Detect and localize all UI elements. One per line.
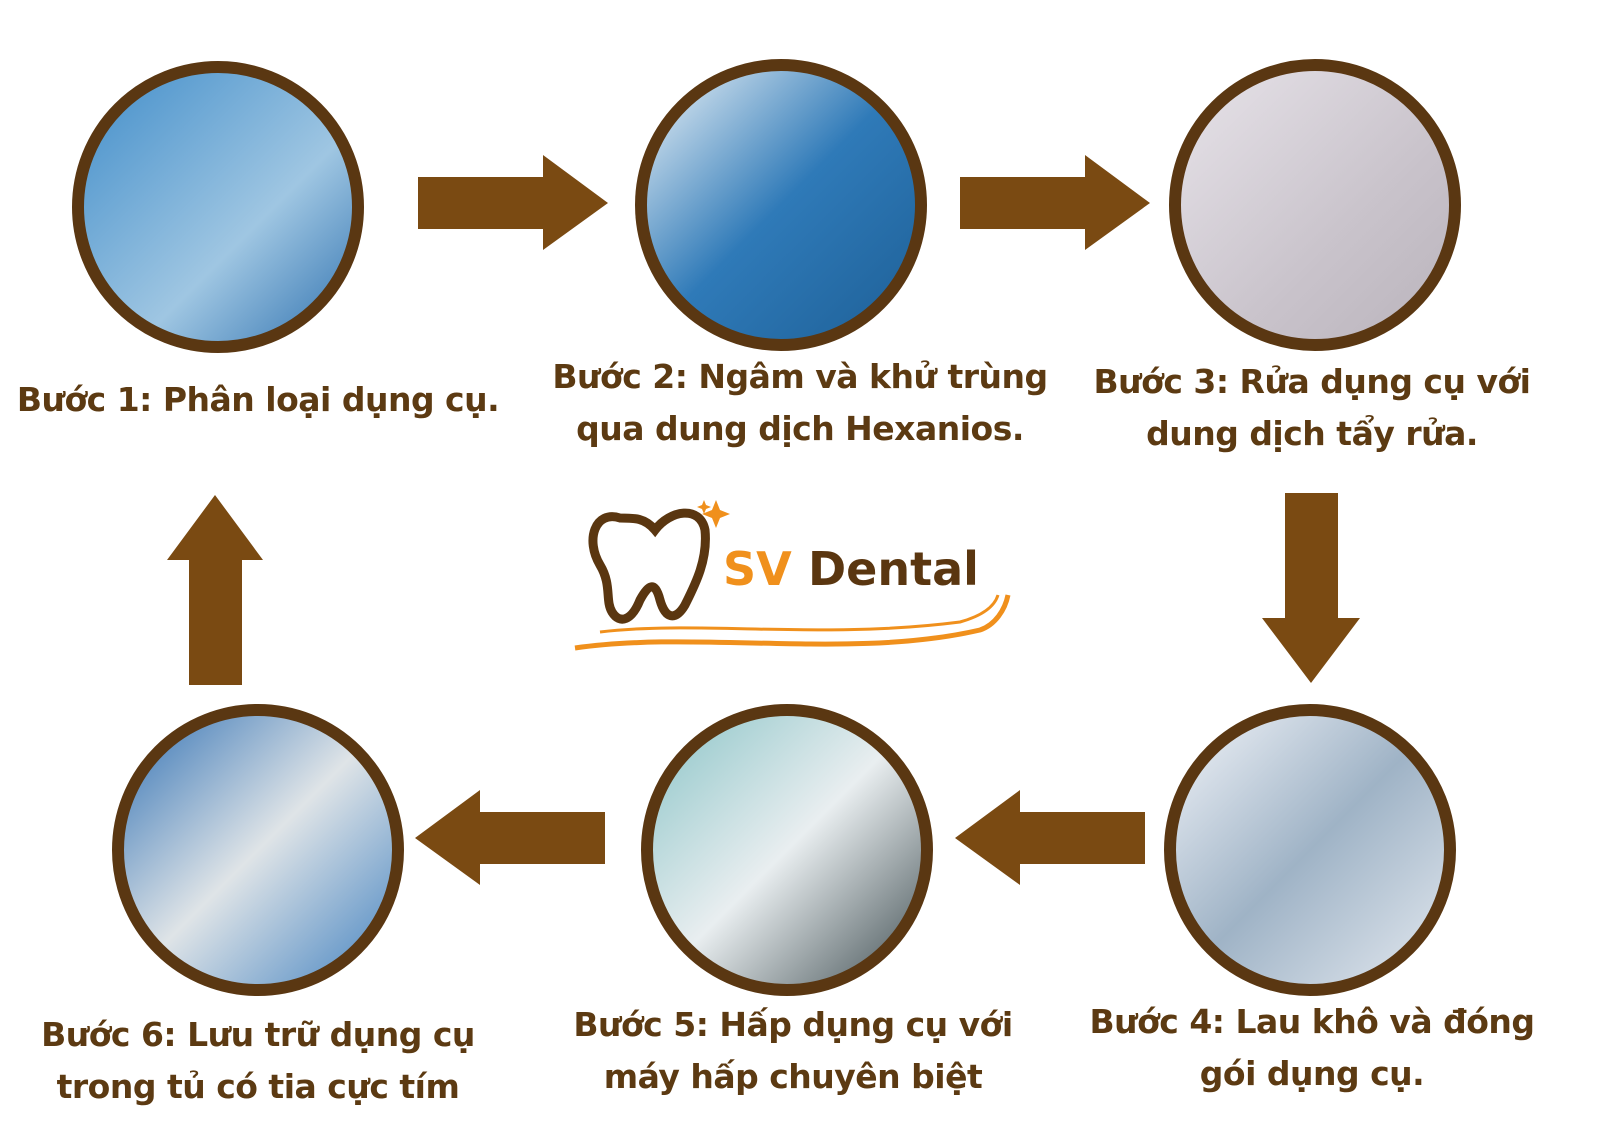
step-6-caption: Bước 6: Lưu trữ dụng cụ trong tủ có tia … [41,1015,475,1106]
step-3-caption: Bước 3: Rửa dụng cụ với dung dịch tẩy rử… [1093,362,1531,453]
arrow-right-icon [960,155,1150,250]
arrow-up-icon [167,495,263,685]
step-6-photo [112,704,404,996]
arrow-right-icon [418,155,608,250]
arrow-down-icon [1262,493,1360,683]
step-4-caption: Bước 4: Lau khô và đóng gói dụng cụ. [1089,1002,1535,1093]
tooth-logo-icon [574,500,1011,651]
step-1-photo [72,61,364,353]
step-5-photo [641,704,933,996]
step-2-caption: Bước 2: Ngâm và khử trùng qua dung dịch … [552,357,1048,448]
step-5-caption: Bước 5: Hấp dụng cụ với máy hấp chuyên b… [573,1005,1013,1096]
logo-brand-sv: SV [723,542,792,596]
arrow-left-icon [415,790,605,885]
step-1-caption: Bước 1: Phân loại dụng cụ. [16,380,500,419]
step-3-photo [1169,59,1461,351]
arrow-left-icon [955,790,1145,885]
step-4-photo [1164,704,1456,996]
step-2-photo [635,59,927,351]
logo-brand-dental: Dental [808,542,979,596]
